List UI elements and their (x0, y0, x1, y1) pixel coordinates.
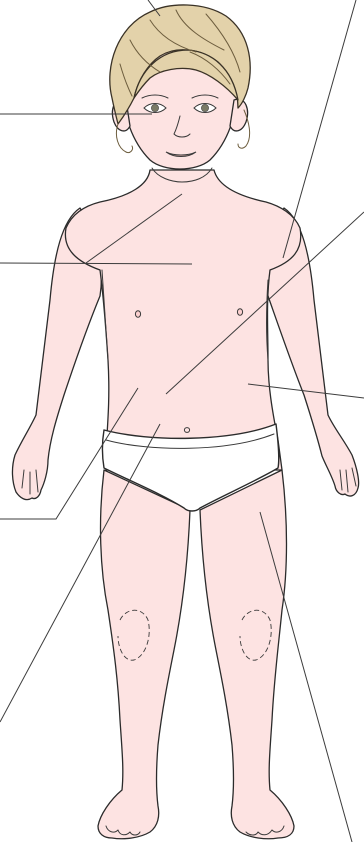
right-nipple (237, 309, 242, 315)
leader-line-upper-arm (283, 0, 356, 258)
left-nipple (135, 311, 140, 317)
child-figure (12, 5, 358, 839)
left-leg (98, 470, 190, 839)
torso (65, 170, 300, 470)
right-leg (200, 470, 294, 839)
